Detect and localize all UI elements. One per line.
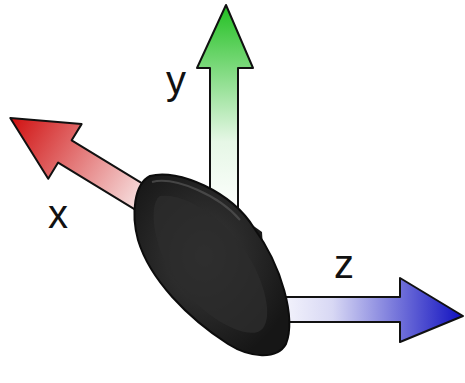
y-arrow — [197, 5, 253, 215]
x-axis-label: x — [48, 194, 68, 234]
z-axis-label: z — [334, 244, 354, 284]
z-arrow — [262, 278, 463, 342]
sensor-device — [134, 174, 289, 355]
y-axis-label: y — [166, 60, 186, 100]
